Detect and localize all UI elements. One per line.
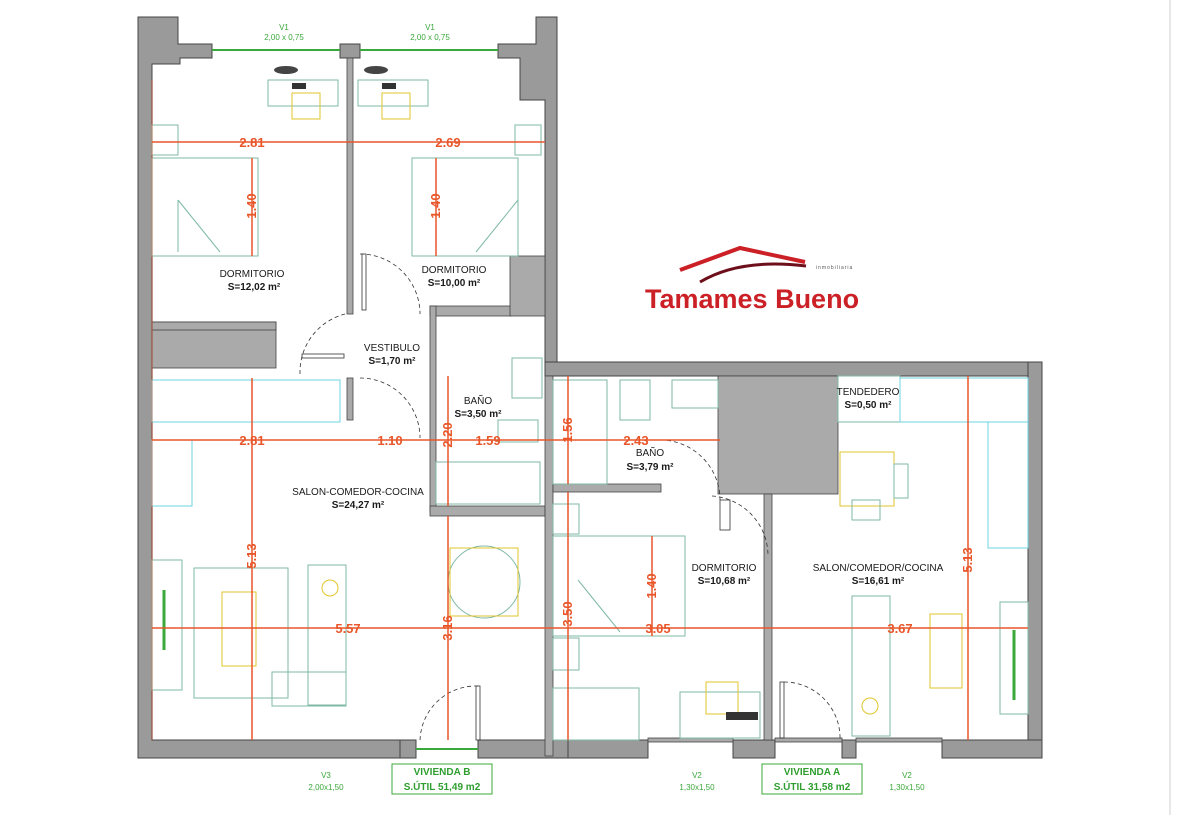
dim-110: 1.10 <box>377 433 402 448</box>
room-bano-a-label: BAÑO <box>636 446 665 459</box>
window-v3-size: 2,00x1,50 <box>308 783 344 792</box>
logo-name: Tamames Bueno <box>645 284 859 314</box>
dim-159: 1.59 <box>475 433 500 448</box>
interior-walls <box>151 57 839 757</box>
room-dormitorio-3-label: DORMITORIO <box>692 563 757 574</box>
vivienda-a-title: VIVIENDA A <box>784 767 841 778</box>
vivienda-b-title: VIVIENDA B <box>414 767 471 778</box>
vivienda-b-box <box>391 763 493 795</box>
dim-243: 2.43 <box>623 433 648 448</box>
room-dormitorio-2-area: S=10,00 m² <box>428 278 481 289</box>
window-v1b-size: 2,00 x 0,75 <box>410 33 450 42</box>
room-salon-a-label: SALON/COMEDOR/COCINA <box>813 563 944 574</box>
room-vestibulo-area: S=1,70 m² <box>369 356 417 367</box>
dim-367: 3.67 <box>887 621 912 636</box>
window-v2b-name: V2 <box>902 771 912 780</box>
room-dormitorio-3-area: S=10,68 m² <box>698 576 751 587</box>
room-vestibulo-label: VESTIBULO <box>364 343 420 354</box>
room-dormitorio-2-label: DORMITORIO <box>422 265 487 276</box>
vivienda-a-box <box>761 763 863 795</box>
room-labels: DORMITORIO S=12,02 m² DORMITORIO S=10,00… <box>220 265 944 587</box>
furniture <box>151 66 1029 741</box>
vivienda-b-area: S.ÚTIL 51,49 m2 <box>404 780 481 793</box>
dimension-labels: 2.81 2.69 1.40 1.40 2.81 1.10 2.20 1.59 … <box>239 135 975 641</box>
dim-350: 3.50 <box>560 601 575 626</box>
dim-513-left: 5.13 <box>244 543 259 568</box>
dim-220: 2.20 <box>440 422 455 447</box>
logo-swoosh-icon <box>699 262 807 284</box>
window-v2a-name: V2 <box>692 771 702 780</box>
dim-281-top: 2.81 <box>239 135 264 150</box>
dim-140-a: 1.40 <box>244 193 259 218</box>
window-frames <box>212 49 498 750</box>
room-bano-b-label: BAÑO <box>464 394 493 407</box>
dim-281-mid: 2.81 <box>239 433 264 448</box>
dim-513-right: 5.13 <box>960 547 975 572</box>
window-v2b-size: 1,30x1,50 <box>889 783 925 792</box>
logo-tagline: inmobiliaria <box>816 265 853 271</box>
room-salon-b-area: S=24,27 m² <box>332 500 385 511</box>
window-v3-name: V3 <box>321 771 331 780</box>
room-dormitorio-1-label: DORMITORIO <box>220 269 285 280</box>
dim-156: 1.56 <box>560 417 575 442</box>
logo-roof-icon <box>679 245 806 272</box>
doors <box>299 253 841 743</box>
room-salon-a-area: S=16,61 m² <box>852 576 905 587</box>
company-logo: inmobiliaria Tamames Bueno <box>645 245 859 314</box>
dim-305: 3.05 <box>645 621 670 636</box>
room-tendedero-area: S=0,50 m² <box>845 400 893 411</box>
dim-140-b: 1.40 <box>428 193 443 218</box>
vivienda-labels: VIVIENDA B S.ÚTIL 51,49 m2 VIVIENDA A S.… <box>391 763 863 795</box>
room-bano-b-area: S=3,50 m² <box>455 409 503 420</box>
window-labels: V1 2,00 x 0,75 V1 2,00 x 0,75 V3 2,00x1,… <box>264 23 925 792</box>
window-v1a-name: V1 <box>279 23 289 32</box>
dim-269: 2.69 <box>435 135 460 150</box>
dim-557: 5.57 <box>335 621 360 636</box>
dimension-lines <box>151 80 1028 740</box>
room-salon-b-label: SALON-COMEDOR-COCINA <box>292 487 424 498</box>
vivienda-a-area: S.ÚTIL 31,58 m2 <box>774 780 851 793</box>
window-v1a-size: 2,00 x 0,75 <box>264 33 304 42</box>
window-v1b-name: V1 <box>425 23 435 32</box>
dim-140-c: 1.40 <box>644 573 659 598</box>
window-v2a-size: 1,30x1,50 <box>679 783 715 792</box>
dim-316: 3.16 <box>440 615 455 640</box>
room-dormitorio-1-area: S=12,02 m² <box>228 282 281 293</box>
outer-walls <box>137 16 1043 759</box>
room-bano-a-area: S=3,79 m² <box>627 462 675 473</box>
room-tendedero-label: TENDEDERO <box>837 387 900 398</box>
